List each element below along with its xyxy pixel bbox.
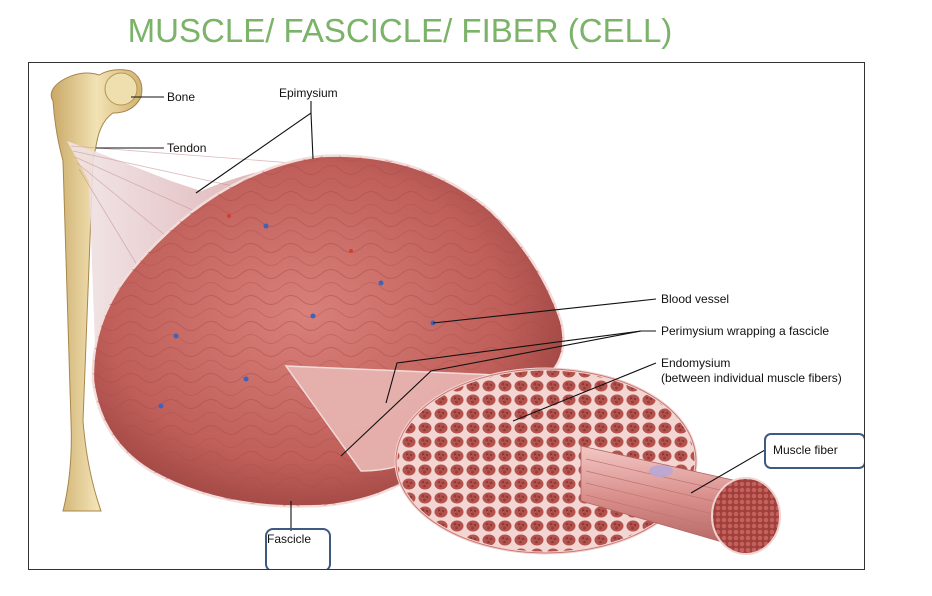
label-perimysium: Perimysium wrapping a fascicle (661, 324, 829, 338)
bone-shape (50, 69, 143, 512)
label-tendon: Tendon (167, 141, 206, 155)
label-fascicle: Fascicle (267, 532, 311, 546)
label-blood-vessel: Blood vessel (661, 292, 729, 306)
muscle-fiber-label-box (764, 433, 864, 469)
label-endomysium-note: (between individual muscle fibers) (661, 371, 842, 385)
label-endomysium: Endomysium (661, 356, 730, 370)
label-bone: Bone (167, 90, 195, 104)
diagram-frame: Bone Tendon Epimysium Blood vessel Perim… (28, 62, 865, 570)
fascicle-cross-section (394, 367, 698, 555)
muscle-fiber-shape (580, 445, 781, 555)
page-title: MUSCLE/ FASCICLE/ FIBER (CELL) (127, 12, 673, 49)
label-epimysium: Epimysium (279, 86, 338, 100)
fascicle-label-box (265, 528, 331, 569)
label-muscle-fiber: Muscle fiber (773, 443, 838, 457)
leader-lines (96, 96, 766, 531)
muscle-diagram: Bone Tendon Epimysium Blood vessel Perim… (50, 69, 864, 569)
blood-vessel-dots (158, 214, 436, 409)
